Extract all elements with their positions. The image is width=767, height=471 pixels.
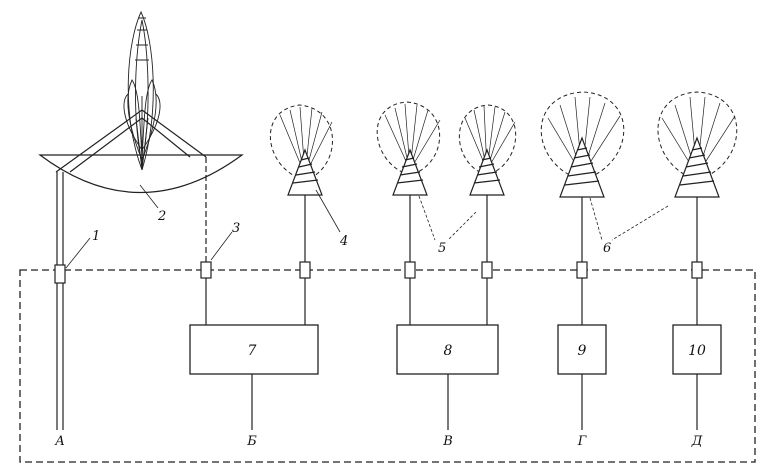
block-10-label: 10 xyxy=(688,343,706,359)
horn-antenna-5b xyxy=(458,104,517,262)
label-1: 1 xyxy=(92,229,100,244)
dish-beam-pattern xyxy=(123,10,161,171)
terminal-b: Б xyxy=(246,434,257,449)
terminal-a: А xyxy=(54,434,65,449)
terminal-v: В xyxy=(442,434,453,449)
terminal-d: Д xyxy=(691,434,703,449)
block-7-label: 7 xyxy=(248,343,257,359)
label-3: 3 xyxy=(232,221,240,236)
label-6: 6 xyxy=(603,241,611,256)
block-8 xyxy=(396,324,499,375)
terminal-g: Г xyxy=(577,434,587,449)
block-8-label: 8 xyxy=(444,343,453,359)
block-9-label: 9 xyxy=(578,343,587,359)
feed-lines xyxy=(205,278,698,430)
block-7 xyxy=(189,324,319,375)
label-2: 2 xyxy=(157,209,166,224)
horn-antenna-6b xyxy=(657,91,738,262)
horn-antenna-6a xyxy=(540,91,625,262)
block-10 xyxy=(672,324,722,375)
dashed-enclosure xyxy=(19,269,756,463)
leader-lines xyxy=(65,184,669,269)
horn-antenna-4 xyxy=(269,104,333,262)
label-4: 4 xyxy=(339,234,348,249)
label-5: 5 xyxy=(438,241,446,256)
parabolic-dish-antenna xyxy=(38,10,244,430)
block-9 xyxy=(557,324,607,375)
horn-antenna-5a xyxy=(376,101,441,262)
